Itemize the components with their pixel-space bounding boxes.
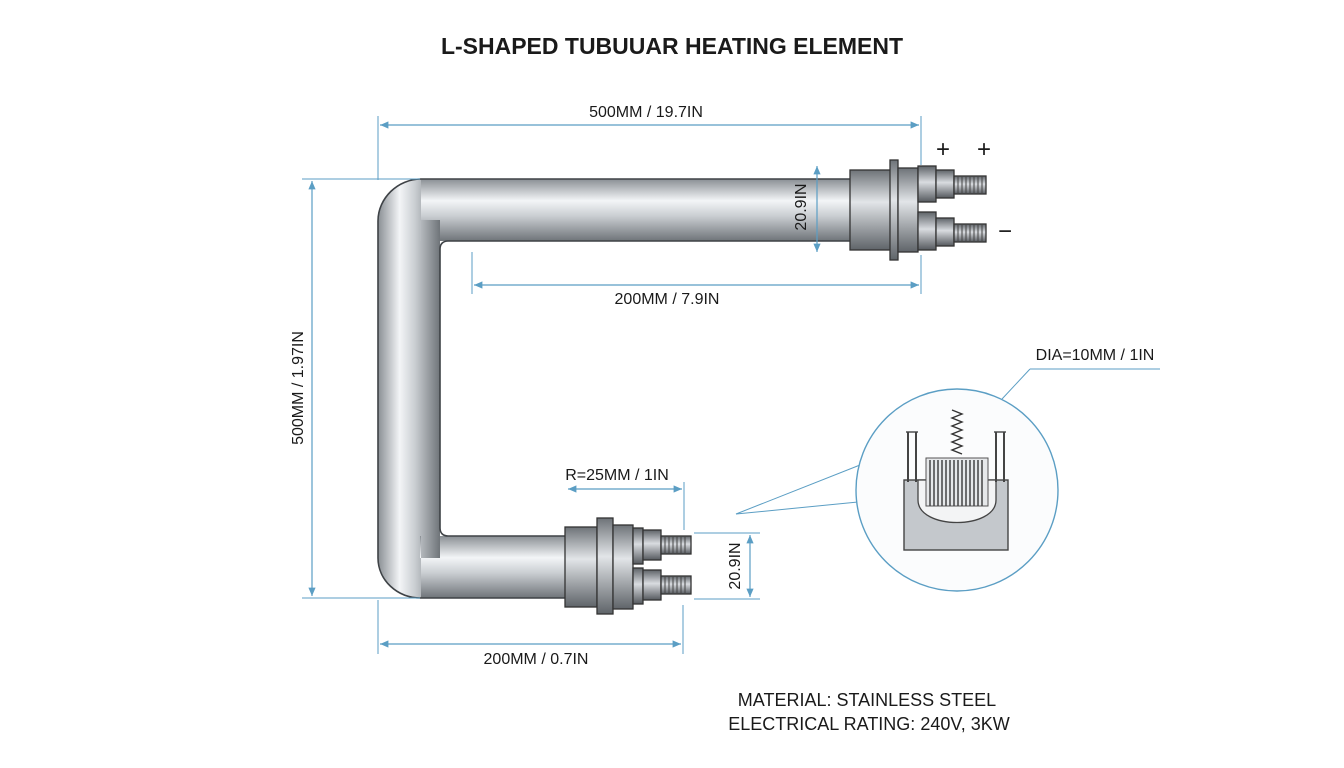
detail-diameter-label: DIA=10MM / 1IN <box>1036 347 1155 364</box>
dim-top-diameter: 20.9IN <box>793 166 821 252</box>
dim-height-label: 500MM / 1.97IN <box>290 331 307 445</box>
dim-bottom-length: 200MM / 0.7IN <box>377 600 684 668</box>
tube-top-segment <box>420 179 852 241</box>
dim-bend-radius: R=25MM / 1IN <box>565 467 685 530</box>
tube-vertical-segment <box>378 220 440 560</box>
dim-top-diameter-label: 20.9IN <box>793 183 810 230</box>
top-terminal-head <box>849 159 987 261</box>
terminal-plus-2: + <box>977 136 991 163</box>
diagram-title: L-SHAPED TUBUUAR HEATING ELEMENT <box>441 33 903 59</box>
dim-inner-length-label: 200MM / 7.9IN <box>615 291 720 308</box>
dim-bottom-diameter-label: 20.9IN <box>727 542 744 589</box>
spec-material: MATERIAL: STAINLESS STEEL <box>738 690 996 710</box>
dim-inner-length: 200MM / 7.9IN <box>471 252 922 308</box>
bottom-terminal-head <box>564 517 692 615</box>
terminal-plus-1: + <box>936 136 950 163</box>
cross-section-detail: DIA=10MM / 1IN <box>735 347 1160 592</box>
tube-bottom-bend <box>378 536 440 598</box>
spec-electrical-rating: ELECTRICAL RATING: 240V, 3KW <box>728 714 1009 734</box>
dim-top-length: 500MM / 19.7IN <box>377 104 922 180</box>
dim-height: 500MM / 1.97IN <box>290 178 420 599</box>
terminal-minus: − <box>998 218 1012 245</box>
dim-bend-radius-label: R=25MM / 1IN <box>565 467 669 484</box>
dim-bottom-diameter: 20.9IN <box>694 532 760 600</box>
tube-bottom-segment <box>420 536 566 598</box>
dim-top-length-label: 500MM / 19.7IN <box>589 104 703 121</box>
dim-bottom-length-label: 200MM / 0.7IN <box>484 651 589 668</box>
tube-body <box>377 178 852 599</box>
